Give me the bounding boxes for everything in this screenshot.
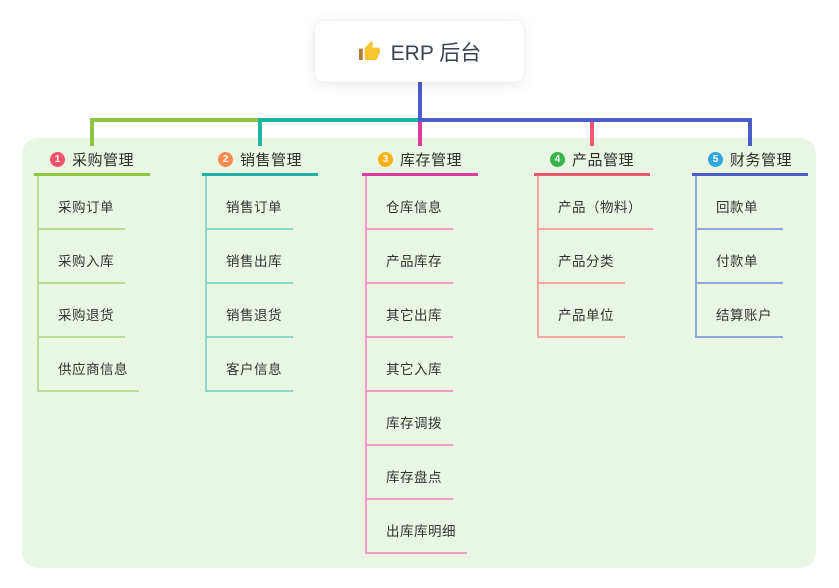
sub-item[interactable]: 回款单	[697, 176, 783, 230]
sub-item[interactable]: 结算账户	[697, 284, 783, 338]
branch-header[interactable]: 2 销售管理	[202, 146, 318, 176]
sub-item[interactable]: 产品单位	[539, 284, 625, 338]
branch-column: 2 销售管理 销售订单销售出库销售退货客户信息	[202, 146, 318, 392]
connector-drop-branch-3	[418, 120, 422, 146]
sub-item[interactable]: 出库库明细	[367, 500, 467, 554]
root-node[interactable]: ERP 后台	[315, 21, 524, 82]
branch-column: 3 库存管理 仓库信息产品库存其它出库其它入库库存调拨库存盘点出库库明细	[362, 146, 478, 554]
sub-item[interactable]: 产品分类	[539, 230, 625, 284]
sub-item[interactable]: 库存调拨	[367, 392, 453, 446]
branch-badge: 4	[549, 152, 565, 167]
branch-header[interactable]: 1 采购管理	[34, 146, 150, 176]
connector-bus-right	[418, 118, 752, 122]
sub-item[interactable]: 供应商信息	[39, 338, 139, 392]
branch-label: 销售管理	[239, 152, 302, 169]
branch-item-list: 回款单付款单结算账户	[695, 176, 808, 338]
sub-item[interactable]: 销售订单	[207, 176, 293, 230]
sub-item[interactable]: 其它出库	[367, 284, 453, 338]
connector-bus-middle	[258, 118, 422, 122]
branch-item-list: 采购订单采购入库采购退货供应商信息	[37, 176, 150, 392]
connector-root-drop	[418, 82, 422, 122]
branch-column: 1 采购管理 采购订单采购入库采购退货供应商信息	[34, 146, 150, 392]
branch-label: 库存管理	[399, 152, 462, 169]
branch-column: 4 产品管理 产品（物料）产品分类产品单位	[534, 146, 653, 338]
sub-item[interactable]: 采购退货	[39, 284, 125, 338]
sub-item[interactable]: 客户信息	[207, 338, 293, 392]
branch-header[interactable]: 4 产品管理	[534, 146, 650, 176]
branch-item-list: 仓库信息产品库存其它出库其它入库库存调拨库存盘点出库库明细	[365, 176, 478, 554]
sub-item[interactable]: 销售退货	[207, 284, 293, 338]
branch-badge: 5	[707, 152, 723, 167]
branch-badge: 3	[377, 152, 393, 167]
sub-item[interactable]: 销售出库	[207, 230, 293, 284]
branch-header[interactable]: 3 库存管理	[362, 146, 478, 176]
connector-drop-branch-4	[590, 120, 594, 146]
sub-item[interactable]: 产品（物料）	[539, 176, 653, 230]
branches-panel	[22, 138, 816, 568]
branch-badge: 1	[49, 152, 65, 167]
connector-drop-branch-2	[258, 118, 262, 146]
branch-column: 5 财务管理 回款单付款单结算账户	[692, 146, 808, 338]
branch-label: 产品管理	[571, 152, 634, 169]
connector-drop-branch-1	[90, 118, 94, 146]
sub-item[interactable]: 产品库存	[367, 230, 453, 284]
branch-item-list: 销售订单销售出库销售退货客户信息	[205, 176, 318, 392]
branch-label: 财务管理	[729, 152, 792, 169]
sub-item[interactable]: 采购订单	[39, 176, 125, 230]
sub-item[interactable]: 库存盘点	[367, 446, 453, 500]
sub-item[interactable]: 付款单	[697, 230, 783, 284]
branch-badge: 2	[217, 152, 233, 167]
thumbs-up-icon	[358, 40, 381, 63]
root-title: ERP 后台	[390, 41, 482, 65]
branch-label: 采购管理	[71, 152, 134, 169]
connector-drop-branch-5	[748, 118, 752, 146]
sub-item[interactable]: 采购入库	[39, 230, 125, 284]
sub-item[interactable]: 仓库信息	[367, 176, 453, 230]
sub-item[interactable]: 其它入库	[367, 338, 453, 392]
branch-header[interactable]: 5 财务管理	[692, 146, 808, 176]
branch-item-list: 产品（物料）产品分类产品单位	[537, 176, 653, 338]
connector-bus-left	[90, 118, 262, 122]
